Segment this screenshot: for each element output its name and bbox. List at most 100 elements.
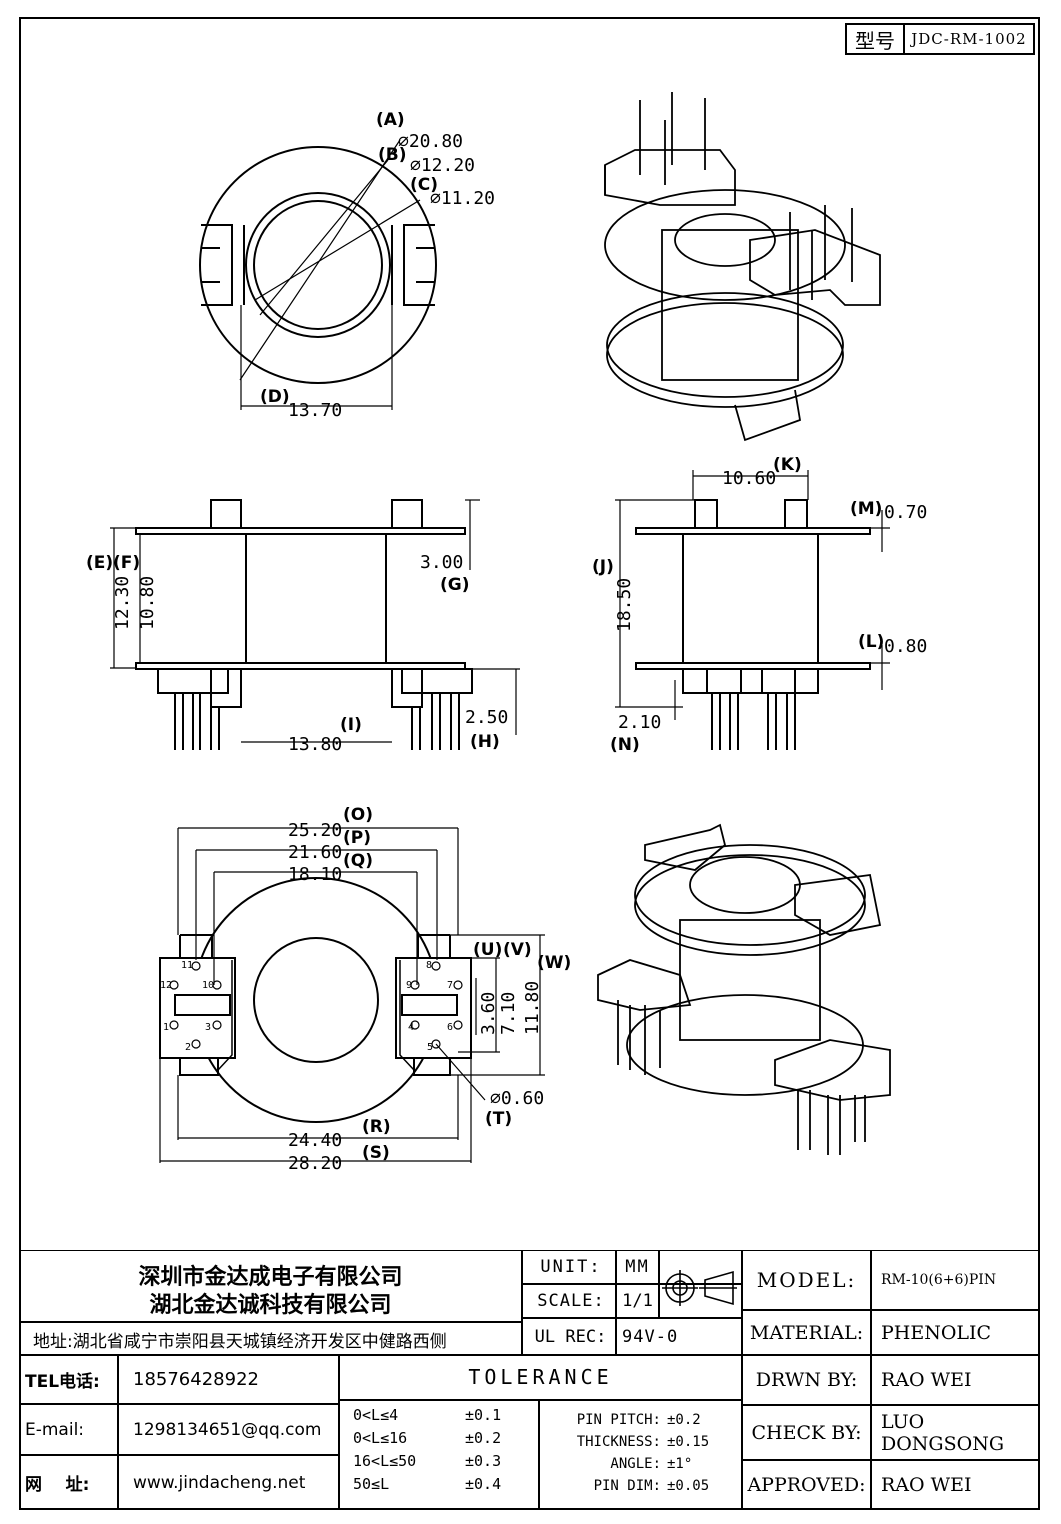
scale-label: SCALE: [537,1291,605,1311]
drawn-label: DRWN BY: [755,1369,858,1391]
dim-b: ⌀12.20 [410,155,475,176]
dim-k: 10.60 [722,468,776,489]
technical-drawing: (A) ⌀20.80 (B) ⌀12.20 (C) ⌀11.20 (D) 13.… [86,92,927,1174]
material-value: PHENOLIC [881,1321,992,1344]
tolerance-value: ±0.3 [465,1452,502,1470]
model-value: RM-10(6+6)PIN [881,1272,997,1288]
label-a: (A) [376,110,405,130]
tolerance-item-value: ±0.2 [667,1412,701,1428]
tolerance-value: ±0.4 [465,1475,502,1493]
unit-value: MM [625,1257,650,1277]
company-name-1: 深圳市金达成电子有限公司 [138,1265,403,1290]
pin-2: 2 [185,1042,191,1053]
dim-v: 7.10 [498,992,519,1035]
dim-r: 24.40 [288,1130,342,1151]
label-w: (W) [537,953,571,973]
part-number-value: JDC-RM-1002 [911,30,1027,48]
label-v: (V) [503,940,532,960]
part-number-label: 型号 [847,25,905,53]
tolerance-row: 16<L≤50 ±0.3 [353,1452,538,1475]
pin-10: 10 [202,980,214,991]
title-block-grid [19,1250,1040,1510]
isometric-view-top [604,92,881,442]
check-label: CHECK BY: [751,1421,862,1444]
label-n: (N) [610,735,640,755]
ul-label: UL REC: [534,1326,607,1347]
pin-12: 12 [160,980,172,991]
dim-q: 18.10 [288,864,342,885]
tolerance-item-row: PIN DIM:±0.05 [543,1478,741,1500]
dim-g: 3.00 [420,552,463,573]
tolerance-item: THICKNESS: [576,1434,661,1450]
tolerance-range-table: 0<L≤4±0.1 0<L≤16±0.2 16<L≤50 ±0.3 50≤L ±0.… [353,1406,538,1498]
tolerance-range: 50≤L [353,1475,390,1493]
projection-symbol [662,1270,737,1306]
tolerance-item-row: THICKNESS: ±0.15 [543,1434,741,1456]
right-notch [403,224,435,306]
tolerance-item: PIN PITCH: [576,1412,661,1428]
tolerance-range: 16<L≤50 [353,1452,417,1470]
tolerance-value: ±0.2 [465,1429,502,1447]
top-view: (A) ⌀20.80 (B) ⌀12.20 (C) ⌀11.20 (D) 13.… [199,110,495,421]
drawn-value: RAO WEI [881,1369,972,1391]
dim-f: 10.80 [137,576,158,630]
tel-label: TEL电话: [25,1372,100,1392]
dim-l: 0.80 [884,636,927,657]
company-name-2: 湖北金达诚科技有限公司 [149,1293,392,1318]
dim-h: 2.50 [465,707,508,728]
dim-t: ⌀0.60 [490,1088,544,1109]
title-block: 深圳市金达成电子有限公司 湖北金达诚科技有限公司 地址:湖北省咸宁市崇阳县天城镇… [19,1250,1040,1510]
web-value: www.jindacheng.net [133,1472,306,1493]
isometric-view-bottom [597,823,891,1155]
email-label: E-mail: [25,1419,85,1440]
center-hole-outer [245,192,391,338]
tolerance-row: 0<L≤4±0.1 [353,1406,538,1429]
dim-j: 18.50 [614,578,635,632]
tolerance-row: 0<L≤16±0.2 [353,1429,538,1452]
pin-4: 4 [408,1022,414,1033]
label-k: (K) [773,455,802,475]
pin-1: 1 [163,1022,169,1033]
unit-label: UNIT: [540,1257,602,1277]
label-l: (L) [858,632,884,652]
dim-w: 11.80 [522,981,543,1035]
tolerance-item-value: ±1° [667,1456,693,1472]
label-o: (O) [343,805,373,825]
drawing-frame [19,17,1040,1510]
tolerance-item-row: ANGLE: ±1° [543,1456,741,1478]
tolerance-item-value: ±0.05 [667,1478,710,1494]
pin-7: 7 [447,980,453,991]
pin-6: 6 [447,1022,453,1033]
tolerance-item-value: ±0.15 [667,1434,710,1450]
pin-5: 5 [427,1042,433,1053]
dim-m: 0.70 [884,502,927,523]
dim-a: ⌀20.80 [398,131,463,152]
label-d: (D) [260,387,290,407]
label-f: (F) [113,553,140,573]
tolerance-row: 50≤L ±0.4 [353,1475,538,1498]
label-j: (J) [592,557,614,577]
tel-value: 18576428922 [133,1369,259,1390]
bottom-view: 11 12 10 1 3 2 8 7 9 4 6 5 25.20 ( [159,805,571,1174]
tolerance-value: ±0.1 [465,1406,502,1424]
email-value: 1298134651@qq.com [133,1419,322,1440]
left-notch [201,224,233,306]
model-label: MODEL: [756,1268,857,1292]
tolerance-item: ANGLE: [610,1456,661,1472]
dim-o: 25.20 [288,820,342,841]
label-b: (B) [378,145,407,165]
label-i: (I) [340,715,362,735]
label-t: (T) [485,1109,512,1129]
company-address: 地址:湖北省咸宁市崇阳县天城镇经济开发区中健路西侧 [33,1331,447,1352]
material-label: MATERIAL: [749,1321,864,1344]
dim-n: 2.10 [618,712,661,733]
label-r: (R) [362,1117,391,1137]
dim-u: 3.60 [478,992,499,1035]
pin-9: 9 [406,980,412,991]
dim-e: 12.30 [112,576,133,630]
front-view: 10.60 (K) (M) 0.70 (J) 18.50 (L) 0.80 2.… [592,455,927,755]
label-s: (S) [362,1143,390,1163]
approved-value: RAO WEI [881,1474,972,1496]
label-u: (U) [473,940,502,960]
pin-11: 11 [181,960,193,971]
